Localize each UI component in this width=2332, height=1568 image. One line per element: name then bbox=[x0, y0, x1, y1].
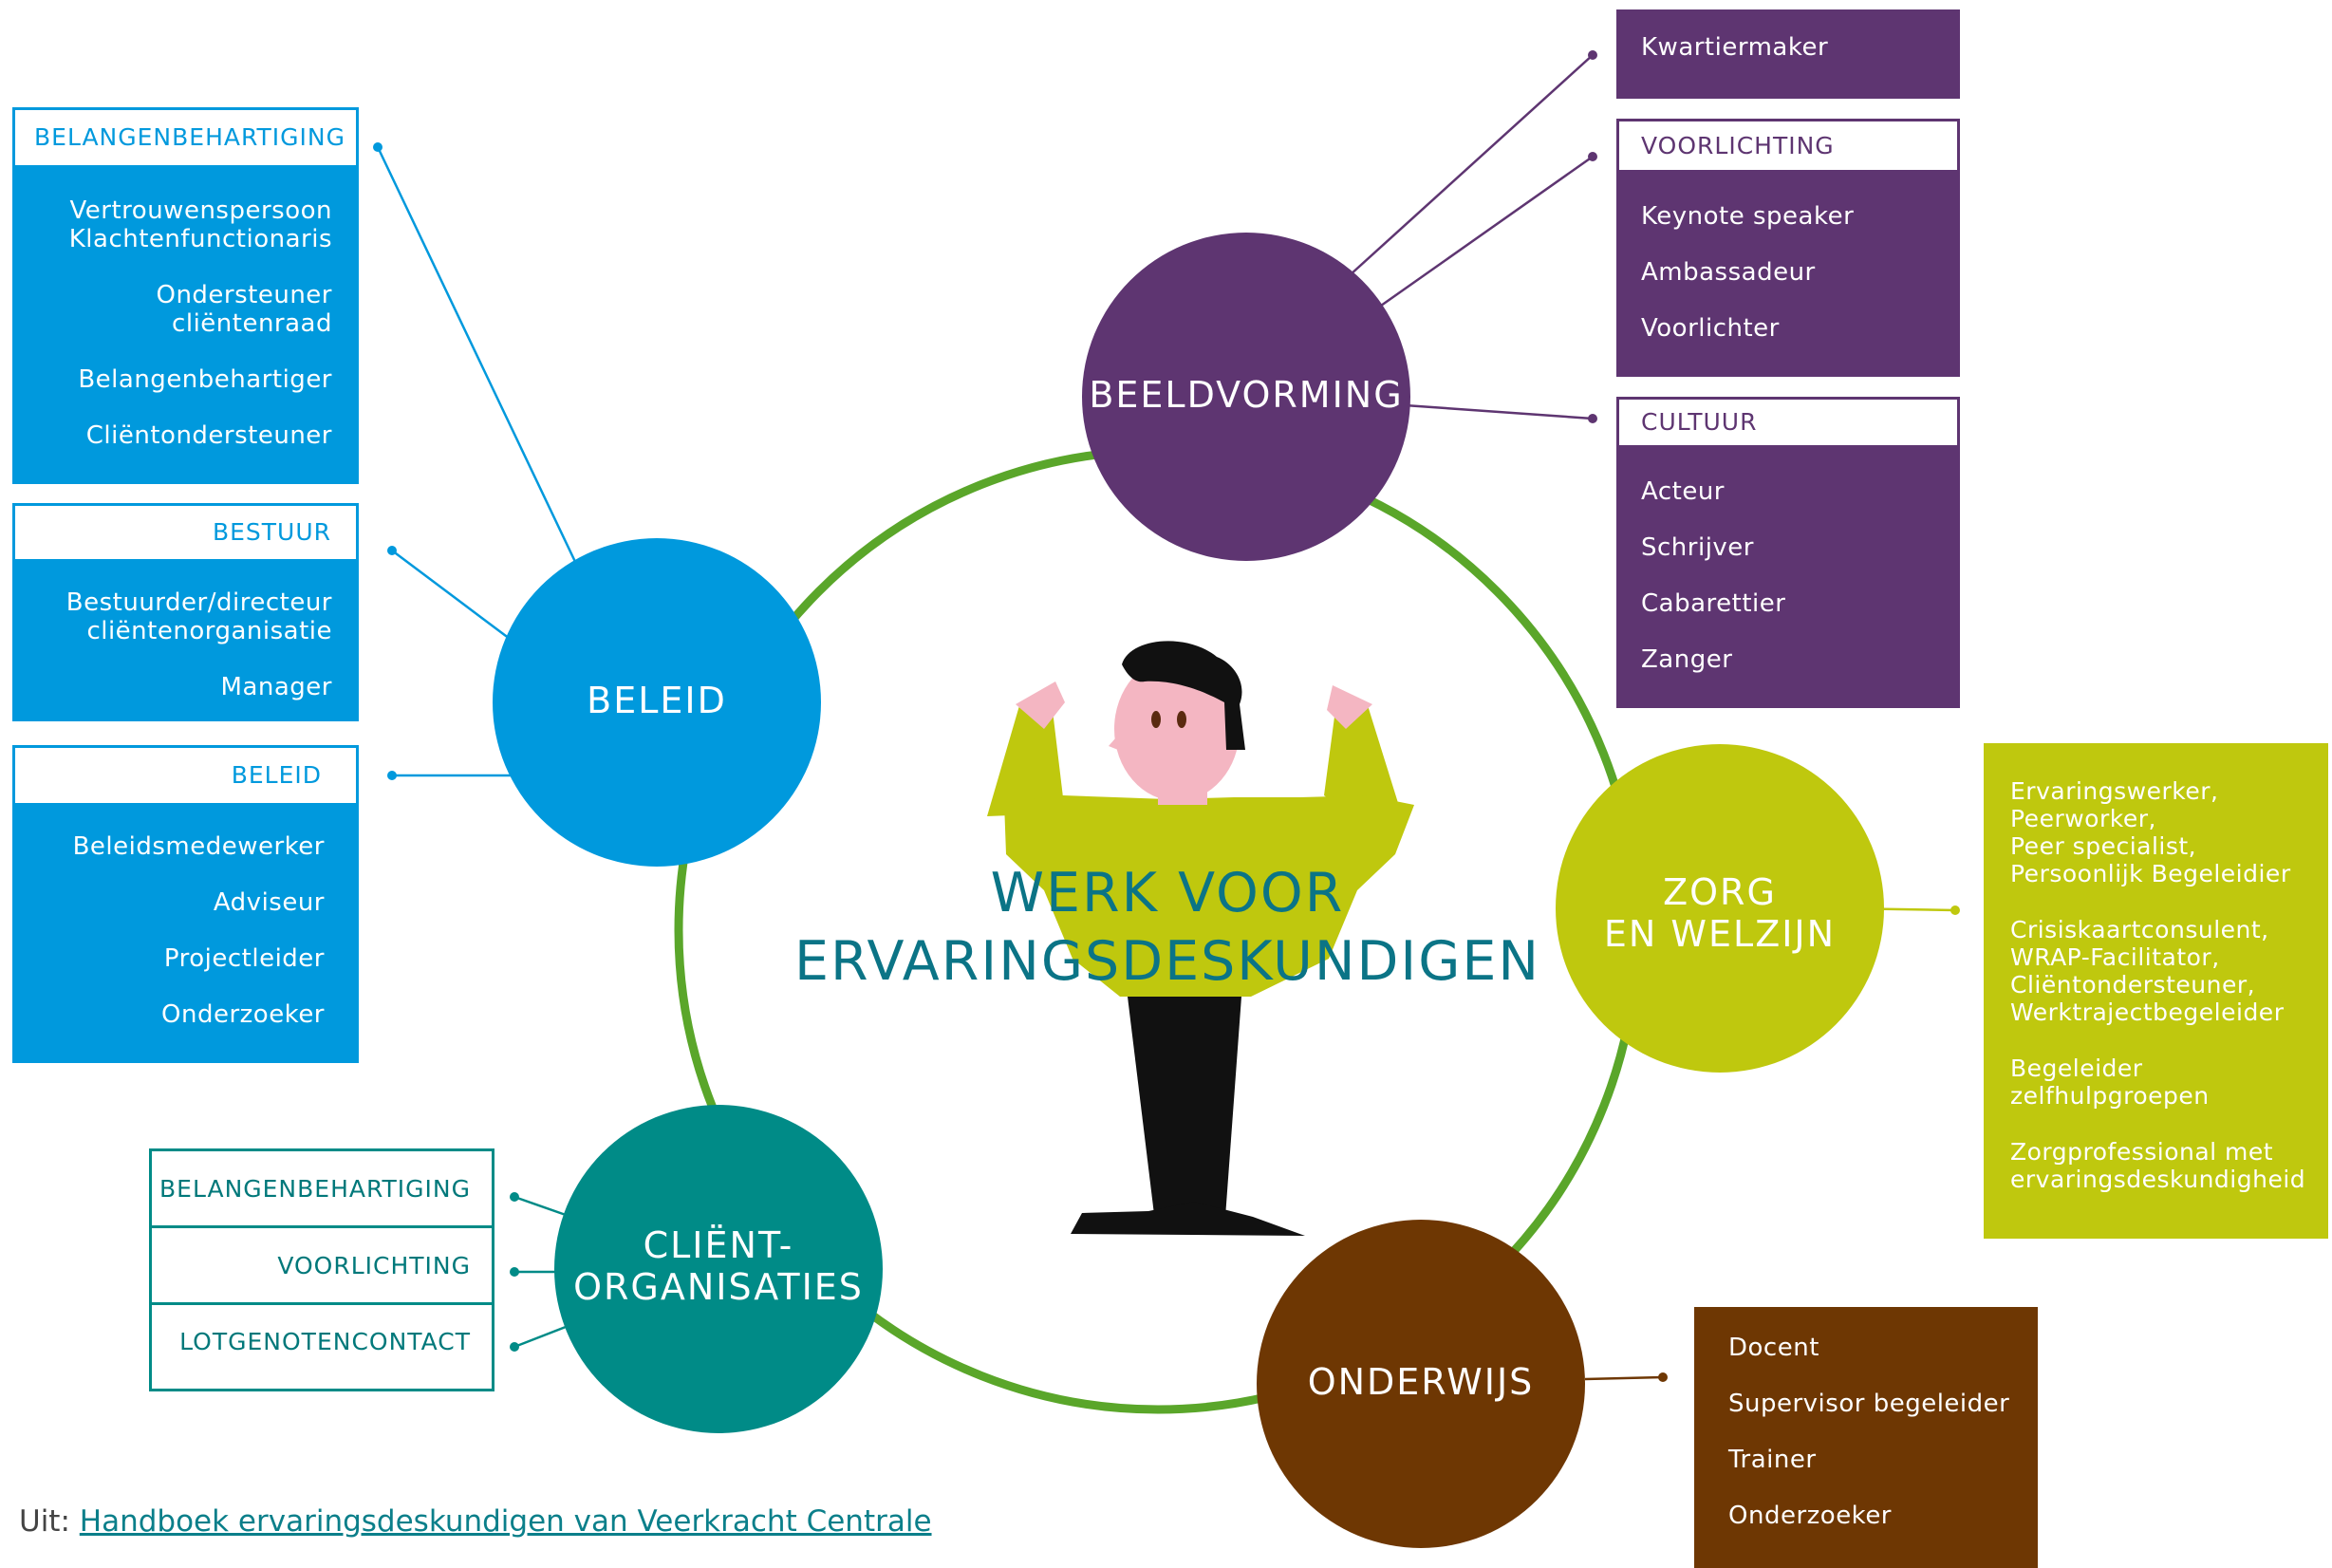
dot-client-3 bbox=[510, 1342, 519, 1352]
list-item: Ervaringswerker, Peerworker, Peer specia… bbox=[2010, 777, 2291, 887]
strongman-figure bbox=[987, 641, 1414, 1236]
list-item: Onderzoeker bbox=[161, 1000, 325, 1029]
connector-belangenbehartiging bbox=[376, 146, 579, 567]
dot-zorg bbox=[1950, 905, 1960, 915]
belangenbehartiging-box: BELANGENBEHARTIGING Vertrouwenspersoon K… bbox=[12, 107, 359, 484]
list-item: Zorgprofessional met ervaringsdeskundigh… bbox=[2010, 1138, 2306, 1193]
footer-link[interactable]: Handboek ervaringsdeskundigen van Veerkr… bbox=[79, 1504, 932, 1539]
client-item-voorlichting: VOORLICHTING bbox=[149, 1225, 494, 1305]
circle-onderwijs-label: ONDERWIJS bbox=[1307, 1361, 1535, 1403]
connector-kwartiermaker bbox=[1349, 54, 1594, 276]
circle-beeldvorming-label: BEELDVORMING bbox=[1089, 374, 1404, 416]
list-item: Docent bbox=[1728, 1334, 1819, 1362]
central-title: WERK VOOR ERVARINGSDESKUNDIGEN bbox=[778, 859, 1557, 996]
list-item: Beleidsmedewerker bbox=[72, 832, 325, 861]
list-item: Vertrouwenspersoon Klachtenfunctionaris bbox=[68, 196, 332, 253]
kwartiermaker-box: Kwartiermaker bbox=[1616, 9, 1960, 99]
circle-zorg bbox=[1556, 744, 1884, 1073]
onderwijs-box: Docent Supervisor begeleider Trainer Ond… bbox=[1694, 1307, 2038, 1568]
circle-beleid-label: BELEID bbox=[587, 680, 727, 721]
dot-client-1 bbox=[510, 1192, 519, 1202]
connector-cultuur bbox=[1404, 403, 1594, 420]
bestuur-list: Bestuurder/directeur cliëntenorganisatie… bbox=[12, 562, 359, 701]
list-item: Bestuurder/directeur cliëntenorganisatie bbox=[65, 588, 332, 645]
list-item: Cliëntondersteuner bbox=[85, 421, 332, 450]
central-title-line-2: ERVARINGSDESKUNDIGEN bbox=[793, 930, 1541, 993]
bestuur-header: BESTUUR bbox=[15, 506, 356, 559]
cultuur-box: CULTUUR Acteur Schrijver Cabarettier Zan… bbox=[1616, 397, 1960, 708]
list-item: Manager bbox=[220, 673, 332, 701]
list-item: Ondersteuner cliëntenraad bbox=[156, 281, 332, 338]
connector-client-3 bbox=[513, 1325, 567, 1349]
list-item: Zanger bbox=[1641, 645, 1733, 674]
cultuur-header: CULTUUR bbox=[1619, 400, 1957, 445]
connector-bestuur bbox=[391, 550, 511, 640]
circle-beleid bbox=[493, 538, 821, 867]
zorg-box: Ervaringswerker, Peerworker, Peer specia… bbox=[1984, 743, 2328, 1239]
dot-bestuur bbox=[387, 546, 397, 555]
voorlichting-header: VOORLICHTING bbox=[1619, 121, 1957, 170]
dot-voorlichting bbox=[1588, 152, 1597, 161]
dot-cultuur bbox=[1588, 414, 1597, 423]
connector-onderwijs bbox=[1584, 1375, 1664, 1381]
kwartiermaker-label: Kwartiermaker bbox=[1641, 33, 1829, 62]
bestuur-box: BESTUUR Bestuurder/directeur cliëntenorg… bbox=[12, 503, 359, 721]
circle-zorg-label: ZORG EN WELZIJN bbox=[1603, 871, 1837, 955]
circle-client-label: CLIËNT- ORGANISATIES bbox=[573, 1224, 864, 1308]
cultuur-list: Acteur Schrijver Cabarettier Zanger bbox=[1616, 448, 1960, 674]
circle-client bbox=[554, 1105, 883, 1433]
beleid-box: BELEID Beleidsmedewerker Adviseur Projec… bbox=[12, 745, 359, 1063]
list-item: Begeleider zelfhulpgroepen bbox=[2010, 1055, 2210, 1110]
list-item: Adviseur bbox=[213, 888, 325, 917]
connector-voorlichting bbox=[1380, 155, 1594, 308]
source-footer: Uit: Handboek ervaringsdeskundigen van V… bbox=[19, 1504, 932, 1539]
list-item: Belangenbehartiger bbox=[78, 365, 332, 394]
list-item: Supervisor begeleider bbox=[1728, 1390, 2010, 1418]
list-item: Projectleider bbox=[163, 944, 325, 973]
circle-beeldvorming bbox=[1082, 233, 1410, 561]
voorlichting-list: Keynote speaker Ambassadeur Voorlichter bbox=[1616, 173, 1960, 343]
central-title-line-1: WERK VOOR bbox=[990, 862, 1345, 924]
client-item-lotgenotencontact: LOTGENOTENCONTACT bbox=[149, 1302, 494, 1391]
dot-kwartiermaker bbox=[1588, 50, 1597, 60]
list-item: Crisiskaartconsulent, WRAP-Facilitator, … bbox=[2010, 916, 2285, 1026]
voorlichting-box: VOORLICHTING Keynote speaker Ambassadeur… bbox=[1616, 119, 1960, 377]
footer-prefix: Uit: bbox=[19, 1504, 80, 1539]
list-item: Schrijver bbox=[1641, 533, 1754, 562]
belangenbehartiging-list: Vertrouwenspersoon Klachtenfunctionaris … bbox=[12, 168, 359, 450]
beleid-list: Beleidsmedewerker Adviseur Projectleider… bbox=[12, 806, 359, 1029]
circle-onderwijs bbox=[1257, 1220, 1585, 1548]
dot-belangenbehartiging bbox=[373, 142, 382, 152]
list-item: Cabarettier bbox=[1641, 589, 1786, 618]
dot-onderwijs bbox=[1658, 1372, 1668, 1382]
dot-client-2 bbox=[510, 1267, 519, 1277]
beleid-header: BELEID bbox=[15, 748, 356, 803]
list-item: Keynote speaker bbox=[1641, 202, 1855, 231]
list-item: Acteur bbox=[1641, 477, 1725, 506]
client-item-belangenbehartiging: BELANGENBEHARTIGING bbox=[149, 1148, 494, 1228]
connector-client-1 bbox=[513, 1195, 567, 1217]
list-item: Ambassadeur bbox=[1641, 258, 1816, 287]
list-item: Trainer bbox=[1728, 1446, 1817, 1474]
dot-beleid bbox=[387, 771, 397, 780]
list-item: Onderzoeker bbox=[1728, 1502, 1892, 1530]
belangenbehartiging-header: BELANGENBEHARTIGING bbox=[15, 110, 356, 165]
list-item: Voorlichter bbox=[1641, 314, 1780, 343]
